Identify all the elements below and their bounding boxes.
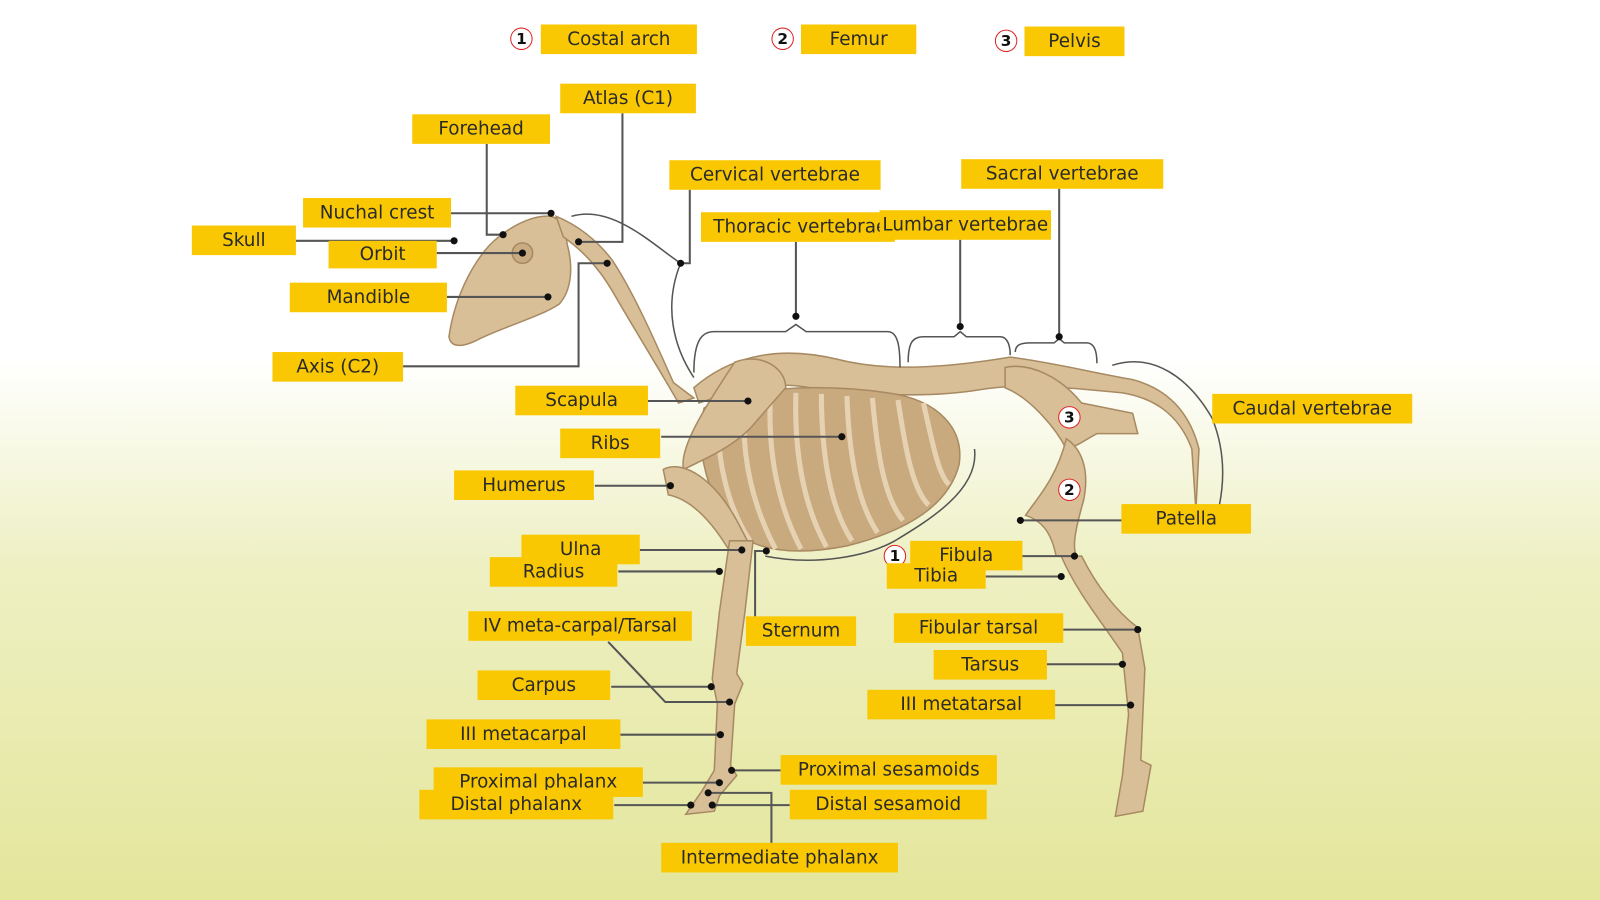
scapula-bone: [682, 358, 787, 471]
label-fibula: Fibula: [910, 540, 1023, 571]
label-iii-metacarpal: III metacarpal: [426, 719, 621, 749]
label-distal-sesamoid: Distal sesamoid: [789, 789, 987, 820]
label-fibular-tarsal: Fibular tarsal: [893, 613, 1064, 643]
label-iv-metacarpal-tarsal: IV meta-carpal/Tarsal: [468, 611, 692, 641]
label-caudal-vertebrae: Caudal vertebrae: [1212, 393, 1413, 424]
label-ribs: Ribs: [560, 428, 661, 459]
label-orbit: Orbit: [328, 240, 437, 269]
label-forehead: Forehead: [412, 114, 550, 144]
femur-marker: 2: [1058, 478, 1081, 502]
label-axis: Axis (C2): [272, 352, 404, 382]
label-mandible: Mandible: [289, 282, 447, 313]
label-atlas: Atlas (C1): [560, 83, 696, 114]
hind-leg: [1060, 555, 1152, 818]
number-marker-2: 2: [771, 27, 794, 50]
skull-bone: [448, 215, 572, 347]
label-thoracic-vertebrae: Thoracic vertebrae: [701, 212, 895, 242]
leader-dots: [450, 209, 1142, 809]
skeleton-bones: [448, 214, 1200, 818]
label-skull: Skull: [191, 225, 296, 256]
label-proximal-sesamoids: Proximal sesamoids: [780, 755, 997, 785]
label-cervical-vertebrae: Cervical vertebrae: [669, 160, 881, 190]
label-nuchal-crest: Nuchal crest: [303, 197, 452, 228]
label-sternum: Sternum: [745, 616, 857, 646]
legend-label-femur: Femur: [801, 24, 917, 55]
label-patella: Patella: [1121, 504, 1252, 534]
label-carpus: Carpus: [477, 670, 611, 700]
costal-arch-marker: 1: [883, 544, 907, 568]
legend-label-costal-arch: Costal arch: [540, 24, 697, 55]
label-distal-phalanx: Distal phalanx: [419, 789, 614, 820]
label-iii-metatarsal: III metatarsal: [867, 689, 1056, 720]
legend-label-pelvis: Pelvis: [1024, 26, 1125, 57]
label-sacral-vertebrae: Sacral vertebrae: [961, 159, 1164, 189]
label-humerus: Humerus: [454, 470, 594, 500]
pelvis-marker: 3: [1058, 406, 1081, 429]
label-tarsus: Tarsus: [933, 649, 1047, 680]
label-intermediate-phalanx: Intermediate phalanx: [661, 842, 898, 873]
number-marker-1: 1: [510, 27, 533, 50]
leader-lines: [295, 113, 1224, 843]
label-scapula: Scapula: [515, 385, 648, 416]
fore-leg: [684, 540, 754, 816]
label-radius: Radius: [489, 557, 618, 587]
label-tibia: Tibia: [886, 563, 986, 589]
label-lumbar-vertebrae: Lumbar vertebrae: [879, 210, 1052, 240]
number-marker-3: 3: [994, 29, 1018, 53]
